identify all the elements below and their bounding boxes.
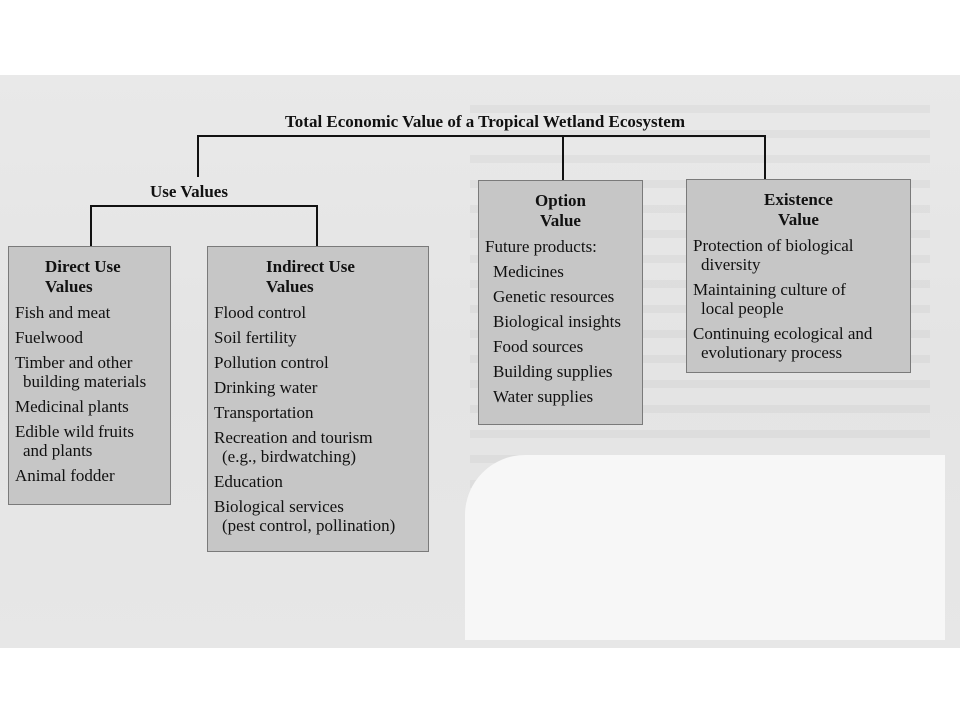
list-item: and plants [23, 441, 93, 460]
list-item: Flood control [214, 303, 307, 322]
option-title-line2: Value [540, 211, 581, 230]
connector-top-horizontal [197, 135, 765, 137]
option-value-box: Option Value Future products: Medicines … [478, 180, 643, 425]
existence-value-list: Protection of biological diversity Maint… [693, 236, 904, 362]
list-item: Food sources [493, 337, 584, 356]
connector-use-values-drop [197, 135, 199, 177]
list-item: (pest control, pollination) [222, 516, 396, 535]
list-item: Pollution control [214, 353, 329, 372]
list-item: Recreation and tourism [214, 428, 373, 447]
list-item: Fuelwood [15, 328, 83, 347]
list-item: Medicinal plants [15, 397, 129, 416]
connector-existence-drop [764, 135, 766, 180]
direct-use-values-title: Direct Use Values [15, 257, 164, 297]
direct-use-values-box: Direct Use Values Fish and meat Fuelwood… [8, 246, 171, 505]
list-item: Continuing ecological and [693, 324, 873, 343]
list-item: Edible wild fruits [15, 422, 134, 441]
list-item: Building supplies [493, 362, 613, 381]
option-title-line1: Option [534, 191, 587, 210]
list-item: (e.g., birdwatching) [222, 447, 357, 466]
list-item: Genetic resources [493, 287, 615, 306]
existence-title-line2: Value [778, 210, 819, 229]
option-value-title: Option Value [485, 191, 636, 231]
list-item: Drinking water [214, 378, 318, 397]
list-item: Transportation [214, 403, 314, 422]
direct-title-line1: Direct Use [45, 257, 121, 276]
list-item: Protection of biological [693, 236, 854, 255]
list-item: Timber and other [15, 353, 133, 372]
list-item: Medicines [493, 262, 564, 281]
existence-value-box: Existence Value Protection of biological… [686, 179, 911, 373]
connector-indirect-drop [316, 205, 318, 247]
list-item: Biological services [214, 497, 344, 516]
list-item: Animal fodder [15, 466, 115, 485]
use-values-label: Use Values [150, 182, 228, 201]
list-item: Education [214, 472, 283, 491]
list-item: Biological insights [493, 312, 621, 331]
connector-option-drop [562, 135, 564, 181]
connector-direct-drop [90, 205, 92, 247]
direct-title-line2: Values [45, 277, 93, 296]
list-item: diversity [701, 255, 761, 274]
connector-use-values-horizontal [90, 205, 318, 207]
list-item: Soil fertility [214, 328, 297, 347]
list-item: building materials [23, 372, 147, 391]
direct-use-values-list: Fish and meat Fuelwood Timber and other … [15, 303, 164, 485]
indirect-title-line2: Values [266, 277, 314, 296]
list-item: Maintaining culture of [693, 280, 846, 299]
list-item: local people [701, 299, 784, 318]
diagram-title: Total Economic Value of a Tropical Wetla… [285, 112, 686, 131]
list-item: Water supplies [493, 387, 594, 406]
list-item: Fish and meat [15, 303, 111, 322]
indirect-use-values-title: Indirect Use Values [214, 257, 422, 297]
existence-title-line1: Existence [764, 190, 833, 209]
indirect-title-line1: Indirect Use [266, 257, 355, 276]
indirect-use-values-box: Indirect Use Values Flood control Soil f… [207, 246, 429, 552]
option-value-heading: Future products: [485, 237, 597, 256]
blank-paper-area [465, 455, 945, 640]
list-item: evolutionary process [701, 343, 843, 362]
existence-value-title: Existence Value [693, 190, 904, 230]
indirect-use-values-list: Flood control Soil fertility Pollution c… [214, 303, 422, 535]
option-value-list: Medicines Genetic resources Biological i… [485, 262, 636, 406]
